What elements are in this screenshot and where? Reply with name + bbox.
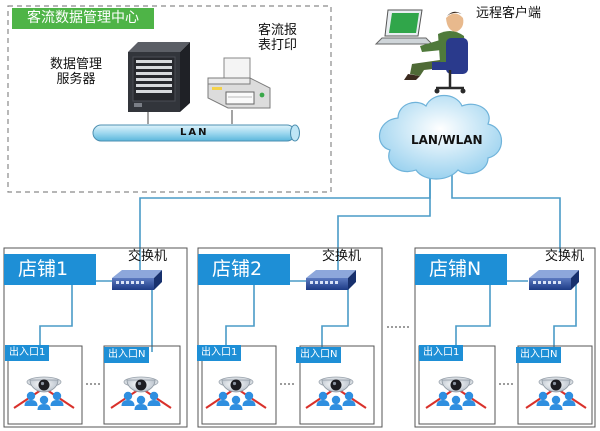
store-n-switch-icon	[529, 270, 579, 290]
store-n-entrance-1-label: 出入口1	[419, 345, 464, 361]
store-2-title: 店铺2	[198, 254, 290, 285]
data-center-boundary	[7, 5, 332, 193]
lan-bus	[92, 124, 300, 142]
store-1-switch-label: 交换机	[128, 249, 168, 264]
server-icon	[128, 42, 190, 112]
store-n-title: 店铺N	[415, 254, 507, 285]
store-1-switch-icon	[112, 270, 162, 290]
store-1-entrance-1-camera-icon	[14, 377, 74, 410]
store-2-box	[197, 247, 383, 428]
store-2-switch-label: 交换机	[322, 249, 362, 264]
store-1-entrance-n-label: 出入口N	[104, 347, 150, 363]
ellipsis-dots	[86, 326, 513, 385]
lan-label: LAN	[180, 127, 209, 138]
store-n-switch-label: 交换机	[545, 249, 585, 264]
store-1-entrance-n-camera-icon	[111, 377, 171, 410]
store-n-box	[414, 247, 596, 428]
store-2-entrance-1-camera-icon	[206, 377, 266, 410]
store-2-entrance-n-label: 出入口N	[296, 347, 342, 363]
printer-label: 客流报 表打印	[258, 23, 298, 54]
server-label-line-1: 数据管理	[50, 57, 103, 72]
store-n-entrance-n-box	[517, 345, 593, 425]
data-center-title: 客流数据管理中心	[12, 8, 154, 29]
store-1-entrance-n-box	[103, 345, 181, 425]
store-n-entrance-n-label: 出入口N	[516, 347, 562, 363]
store-2-switch-icon	[306, 270, 356, 290]
store-n-entrance-n-camera-icon	[526, 377, 586, 410]
server-label-line-2: 服务器	[56, 71, 96, 87]
store-1-title: 店铺1	[4, 254, 96, 285]
store-2-entrance-n-camera-icon	[306, 377, 366, 410]
remote-client-icon	[374, 9, 468, 94]
cloud-label: LAN/WLAN	[411, 133, 483, 147]
server-label: 数据管理 服务器	[50, 57, 103, 88]
store-2-entrance-1-label: 出入口1	[197, 345, 242, 361]
printer-label-line-2: 表打印	[258, 37, 298, 53]
printer-icon	[207, 57, 271, 109]
printer-label-line-1: 客流报	[258, 23, 298, 38]
network-cloud-icon	[378, 94, 503, 180]
store-1-entrance-1-label: 出入口1	[5, 345, 50, 361]
store-n-entrance-1-camera-icon	[426, 377, 486, 410]
remote-client-label: 远程客户端	[476, 6, 542, 21]
store-1-box	[3, 247, 188, 428]
store-2-entrance-n-box	[299, 345, 375, 425]
